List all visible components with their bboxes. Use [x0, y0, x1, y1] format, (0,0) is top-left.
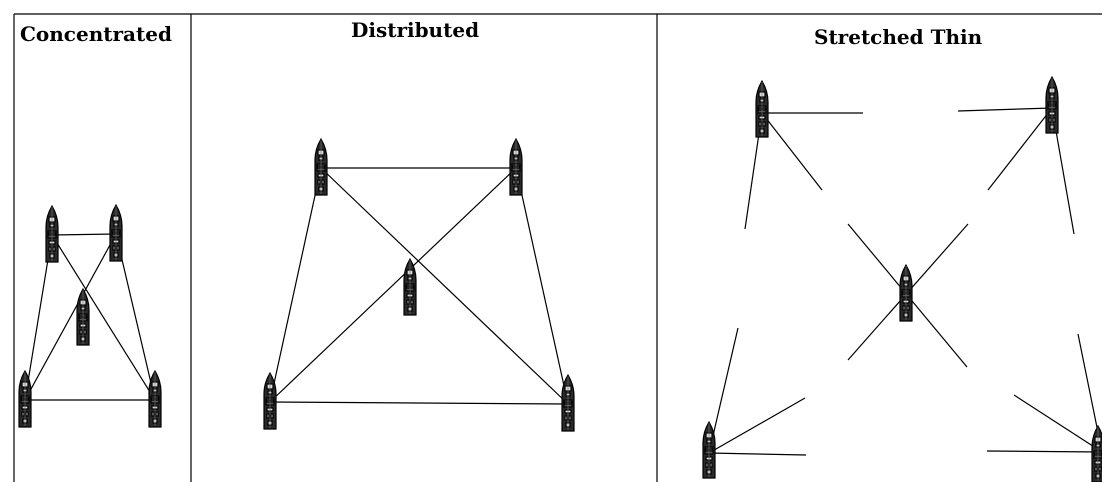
link-line [24, 233, 117, 401]
link-line [269, 167, 517, 403]
panel-title-distributed: Distributed [351, 18, 480, 42]
warship-icon [76, 288, 90, 346]
partial-link-line [761, 112, 823, 191]
link-line [51, 233, 117, 236]
panel-title-stretched-thin: Stretched Thin [814, 25, 983, 49]
panel-title-concentrated: Concentrated [20, 22, 172, 46]
link-line [515, 167, 569, 405]
warship-icon [1091, 425, 1102, 482]
panel-borders [13, 13, 1102, 482]
link-line [269, 167, 322, 403]
warship-icon [18, 370, 32, 428]
partial-link-line [708, 452, 807, 456]
partial-link-line [1013, 394, 1102, 453]
warship-icon [148, 370, 162, 428]
warship-icon [45, 205, 59, 263]
warship-icon [755, 80, 769, 138]
link-line [51, 234, 156, 401]
link-line [115, 233, 156, 401]
warship-icon [509, 138, 523, 196]
distributed-formation [263, 138, 575, 432]
warship-icon [314, 138, 328, 196]
partial-link-line [987, 107, 1053, 191]
partial-link-line [708, 397, 806, 454]
warship-icon [899, 264, 913, 322]
warship-icon [702, 421, 716, 479]
warship-icon [263, 372, 277, 430]
concentrated-formation [18, 204, 162, 428]
link-line [320, 167, 569, 405]
warship-icon [1045, 76, 1059, 134]
link-line [269, 401, 569, 405]
partial-link-line [986, 450, 1102, 453]
warship-icon [561, 374, 575, 432]
warship-icon [109, 204, 123, 262]
partial-link-line [957, 107, 1053, 112]
stretched-thin-formation [702, 76, 1102, 482]
warship-icon [403, 258, 417, 316]
